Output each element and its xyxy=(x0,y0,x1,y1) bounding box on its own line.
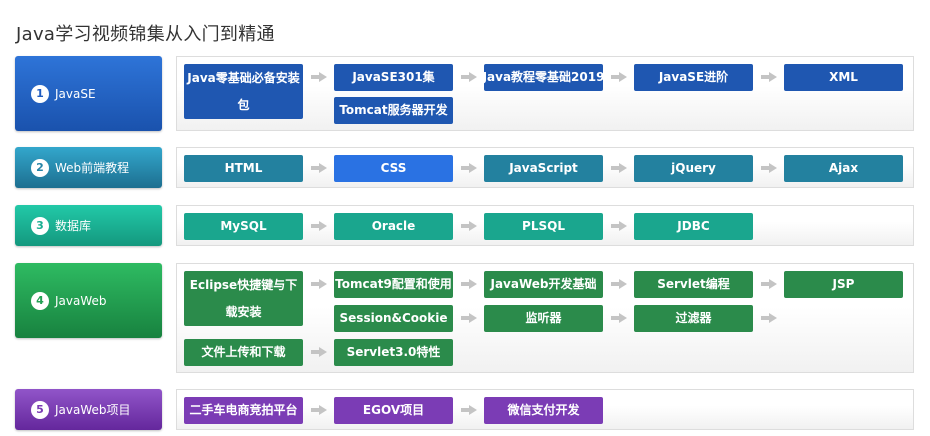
arrow-right-icon xyxy=(311,72,327,82)
stage-javaweb-projects[interactable]: 5 JavaWeb项目 xyxy=(15,389,162,430)
stage-title: Web前端教程 xyxy=(55,161,130,175)
course-filter[interactable]: 过滤器 xyxy=(634,305,753,332)
arrow-right-icon xyxy=(611,72,627,82)
course-file-upload-download[interactable]: 文件上传和下载 xyxy=(184,339,303,366)
course-javascript[interactable]: JavaScript xyxy=(484,155,603,182)
stage-web-frontend[interactable]: 2 Web前端教程 xyxy=(15,147,162,188)
course-xml[interactable]: XML xyxy=(784,64,903,91)
course-servlet[interactable]: Servlet编程 xyxy=(634,271,753,298)
stage-javase[interactable]: 1 JavaSE xyxy=(15,56,162,131)
arrow-right-icon xyxy=(311,347,327,357)
arrow-right-icon xyxy=(461,279,477,289)
course-css[interactable]: CSS xyxy=(334,155,453,182)
stage-number-badge: 1 xyxy=(31,84,49,103)
course-mysql[interactable]: MySQL xyxy=(184,213,303,240)
arrow-right-icon xyxy=(311,405,327,415)
course-eclipse-shortcuts[interactable]: Eclipse快捷键与下载安装 xyxy=(184,271,303,326)
arrow-right-icon xyxy=(611,279,627,289)
arrow-right-icon xyxy=(761,163,777,173)
stage-number-badge: 4 xyxy=(31,291,49,310)
arrow-right-icon xyxy=(611,313,627,323)
stage-web-frontend-track: HTML CSS JavaScript jQuery Ajax xyxy=(176,147,914,188)
arrow-right-icon xyxy=(461,221,477,231)
course-javase-advanced[interactable]: JavaSE进阶 xyxy=(634,64,753,91)
stage-number-badge: 3 xyxy=(31,216,49,235)
course-session-cookie[interactable]: Session&Cookie xyxy=(334,305,453,332)
course-oracle[interactable]: Oracle xyxy=(334,213,453,240)
course-tomcat-server[interactable]: Tomcat服务器开发 xyxy=(334,97,453,124)
arrow-right-icon xyxy=(761,279,777,289)
stage-title: JavaWeb xyxy=(55,293,107,308)
stage-database-track: MySQL Oracle PLSQL JDBC xyxy=(176,205,914,246)
stage-javaweb-track: Eclipse快捷键与下载安装 Tomcat9配置和使用 JavaWeb开发基础… xyxy=(176,263,914,373)
stage-title: 数据库 xyxy=(55,219,92,233)
course-servlet3-features[interactable]: Servlet3.0特性 xyxy=(334,339,453,366)
arrow-right-icon xyxy=(461,163,477,173)
stage-title: JavaSE xyxy=(55,86,96,101)
stage-database[interactable]: 3 数据库 xyxy=(15,205,162,246)
course-jquery[interactable]: jQuery xyxy=(634,155,753,182)
arrow-right-icon xyxy=(761,313,777,323)
course-tomcat9-config[interactable]: Tomcat9配置和使用 xyxy=(334,271,453,298)
arrow-right-icon xyxy=(311,163,327,173)
course-plsql[interactable]: PLSQL xyxy=(484,213,603,240)
course-html[interactable]: HTML xyxy=(184,155,303,182)
stage-javaweb[interactable]: 4 JavaWeb xyxy=(15,263,162,338)
stage-javase-track: Java零基础必备安装包 JavaSE301集 Java教程零基础2019 Ja… xyxy=(176,56,914,131)
arrow-right-icon xyxy=(461,72,477,82)
stage-number-badge: 5 xyxy=(31,400,49,419)
course-listener[interactable]: 监听器 xyxy=(484,305,603,332)
course-egov-project[interactable]: EGOV项目 xyxy=(334,397,453,424)
page-title: Java学习视频锦集从入门到精通 xyxy=(16,24,275,45)
course-wechat-pay[interactable]: 微信支付开发 xyxy=(484,397,603,424)
course-jsp[interactable]: JSP xyxy=(784,271,903,298)
course-java-tutorial-2019[interactable]: Java教程零基础2019 xyxy=(483,64,604,91)
arrow-right-icon xyxy=(461,405,477,415)
arrow-right-icon xyxy=(311,221,327,231)
arrow-right-icon xyxy=(761,72,777,82)
arrow-right-icon xyxy=(611,163,627,173)
course-used-car-auction[interactable]: 二手车电商竞拍平台 xyxy=(184,397,303,424)
stage-title: JavaWeb项目 xyxy=(55,403,131,417)
arrow-right-icon xyxy=(461,313,477,323)
course-ajax[interactable]: Ajax xyxy=(784,155,903,182)
course-javase-301[interactable]: JavaSE301集 xyxy=(334,64,453,91)
course-java-zero-basics-install[interactable]: Java零基础必备安装包 xyxy=(184,64,303,119)
arrow-right-icon xyxy=(611,221,627,231)
stage-number-badge: 2 xyxy=(31,158,49,177)
course-javaweb-basics[interactable]: JavaWeb开发基础 xyxy=(484,271,603,298)
stage-javaweb-projects-track: 二手车电商竞拍平台 EGOV项目 微信支付开发 xyxy=(176,389,914,430)
course-jdbc[interactable]: JDBC xyxy=(634,213,753,240)
arrow-right-icon xyxy=(311,279,327,289)
